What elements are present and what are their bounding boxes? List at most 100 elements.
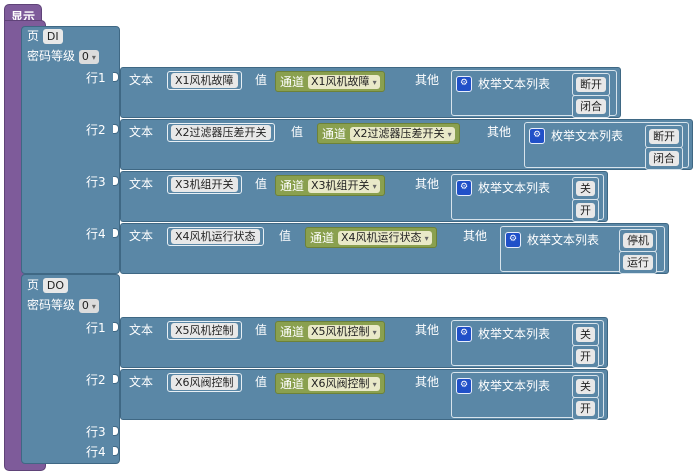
enum-list-block[interactable]: ⚙枚举文本列表 停机 运行 [500, 226, 665, 274]
text-value-block[interactable]: X6风阀控制 [167, 373, 242, 392]
enum-item-block[interactable]: 关 [572, 323, 599, 346]
other-label: 其他 [415, 73, 440, 87]
row-block[interactable]: 文本 X5风机控制 值 通道 X5风机控制 其他 ⚙枚举文本列表 关 开 [120, 317, 608, 368]
enum-item-block[interactable]: 关 [572, 177, 599, 200]
text-label: 文本 [129, 125, 154, 139]
row-socket [113, 176, 119, 186]
enum-list-block[interactable]: ⚙枚举文本列表 关 开 [451, 174, 604, 222]
enum-item-block[interactable]: 断开 [572, 73, 610, 96]
text-value-block[interactable]: X4风机运行状态 [167, 227, 264, 246]
channel-label: 通道 [322, 127, 347, 141]
enum-item-block[interactable]: 关 [572, 375, 599, 398]
enum-item-field[interactable]: 开 [576, 401, 595, 416]
channel-dropdown[interactable]: X4风机运行状态 [338, 230, 432, 245]
row-label: 行4 [86, 227, 106, 241]
channel-dropdown[interactable]: X5风机控制 [308, 324, 380, 339]
page-name-field[interactable]: DO [42, 278, 68, 293]
password-level-dropdown[interactable]: 0 [78, 299, 99, 313]
text-label: 文本 [129, 73, 154, 87]
enum-item-field[interactable]: 关 [576, 379, 595, 394]
enum-item-block[interactable]: 开 [572, 199, 599, 222]
channel-label: 通道 [280, 179, 305, 193]
text-value-block[interactable]: X5风机控制 [167, 321, 242, 340]
enum-item-block[interactable]: 停机 [619, 229, 657, 252]
enum-list-block[interactable]: ⚙枚举文本列表 断开 闭合 [451, 70, 617, 118]
enum-item-field[interactable]: 闭合 [576, 99, 606, 114]
enum-item-field[interactable]: 断开 [649, 129, 679, 144]
enum-item-block[interactable]: 开 [572, 345, 599, 368]
row-block[interactable]: 文本 X3机组开关 值 通道 X3机组开关 其他 ⚙枚举文本列表 关 开 [120, 171, 608, 222]
enum-item-field[interactable]: 开 [576, 203, 595, 218]
channel-label: 通道 [310, 231, 335, 245]
text-field[interactable]: X2过滤器压差开关 [171, 125, 271, 140]
enum-item-field[interactable]: 关 [576, 327, 595, 342]
channel-dropdown[interactable]: X6风阀控制 [308, 376, 380, 391]
other-label: 其他 [487, 125, 512, 139]
page-label: 页 DO [27, 277, 68, 293]
enum-item-field[interactable]: 停机 [623, 233, 653, 248]
enum-list-label: 枚举文本列表 [478, 327, 551, 341]
channel-block[interactable]: 通道 X2过滤器压差开关 [317, 123, 460, 144]
row-block[interactable]: 文本 X2过滤器压差开关 值 通道 X2过滤器压差开关 其他 ⚙ 枚举文本列表 断… [120, 119, 693, 170]
channel-block[interactable]: 通道 X4风机运行状态 [305, 227, 437, 248]
text-value-block[interactable]: X3机组开关 [167, 175, 242, 194]
gear-icon[interactable]: ⚙ [456, 75, 472, 92]
text-field[interactable]: X5风机控制 [171, 323, 238, 338]
enum-item-block[interactable]: 闭合 [645, 147, 683, 170]
enum-item-field[interactable]: 闭合 [649, 151, 679, 166]
text-label: 文本 [129, 177, 154, 191]
text-value-block[interactable]: X1风机故障 [167, 71, 242, 90]
enum-list-label: 枚举文本列表 [551, 129, 624, 143]
channel-dropdown[interactable]: X3机组开关 [308, 178, 380, 193]
channel-block[interactable]: 通道 X5风机控制 [275, 321, 385, 342]
text-field[interactable]: X1风机故障 [171, 73, 238, 88]
text-value-block[interactable]: X2过滤器压差开关 [167, 123, 275, 142]
page-block-di[interactable] [21, 26, 120, 274]
gear-icon[interactable]: ⚙ [456, 377, 472, 394]
row-label: 行1 [86, 321, 106, 335]
gear-icon[interactable]: ⚙ [529, 127, 545, 144]
other-label: 其他 [415, 375, 440, 389]
row-socket [113, 374, 119, 384]
enum-item-field[interactable]: 关 [576, 181, 595, 196]
row-block[interactable]: 文本 X4风机运行状态 值 通道 X4风机运行状态 其他 ⚙枚举文本列表 停机 … [120, 223, 669, 274]
text-field[interactable]: X3机组开关 [171, 177, 238, 192]
enum-list-block[interactable]: ⚙ 枚举文本列表 关 开 [451, 320, 604, 368]
enum-item-block[interactable]: 开 [572, 397, 599, 420]
value-label: 值 [279, 229, 292, 243]
page-name-field[interactable]: DI [42, 29, 63, 44]
enum-list-block[interactable]: ⚙ 枚举文本列表 关 开 [451, 372, 604, 420]
value-label: 值 [291, 125, 304, 139]
row-empty-slot[interactable] [113, 446, 119, 456]
enum-item-field[interactable]: 运行 [623, 255, 653, 270]
value-label: 值 [255, 177, 268, 191]
text-label: 文本 [129, 229, 154, 243]
row-block[interactable]: 文本 X6风阀控制 值 通道 X6风阀控制 其他 ⚙枚举文本列表 关 开 [120, 369, 608, 420]
row-block[interactable]: 文本 X1风机故障 值 通道 X1风机故障 其他 ⚙枚举文本列表 断开 闭合 [120, 67, 621, 118]
enum-item-field[interactable]: 开 [576, 349, 595, 364]
row-empty-slot[interactable] [113, 426, 119, 436]
password-level-dropdown[interactable]: 0 [78, 50, 99, 64]
enum-list-block[interactable]: ⚙ 枚举文本列表 断开 闭合 [524, 122, 689, 170]
channel-block[interactable]: 通道 X3机组开关 [275, 175, 385, 196]
other-label: 其他 [415, 177, 440, 191]
page-block-do[interactable] [21, 274, 120, 464]
text-field[interactable]: X4风机运行状态 [171, 229, 260, 244]
channel-block[interactable]: 通道 X6风阀控制 [275, 373, 385, 394]
enum-list-label: 枚举文本列表 [478, 379, 551, 393]
enum-item-block[interactable]: 运行 [619, 251, 657, 274]
enum-item-block[interactable]: 断开 [645, 125, 683, 148]
text-field[interactable]: X6风阀控制 [171, 375, 238, 390]
channel-dropdown[interactable]: X2过滤器压差开关 [350, 126, 455, 141]
gear-icon[interactable]: ⚙ [456, 325, 472, 342]
row-label: 行3 [86, 425, 106, 439]
channel-block[interactable]: 通道 X1风机故障 [275, 71, 385, 92]
channel-label: 通道 [280, 325, 305, 339]
enum-item-block[interactable]: 闭合 [572, 95, 610, 118]
channel-dropdown[interactable]: X1风机故障 [308, 74, 380, 89]
row-socket [113, 228, 119, 238]
value-label: 值 [255, 375, 268, 389]
enum-item-field[interactable]: 断开 [576, 77, 606, 92]
gear-icon[interactable]: ⚙ [456, 179, 472, 196]
gear-icon[interactable]: ⚙ [505, 231, 521, 248]
